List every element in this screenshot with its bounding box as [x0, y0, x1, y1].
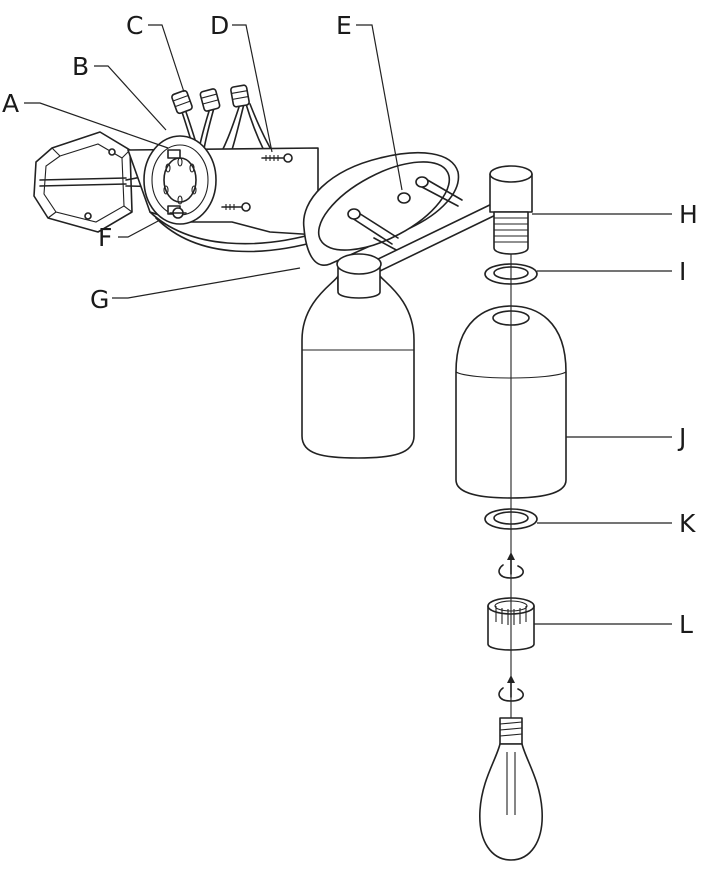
label-b: B [72, 52, 89, 81]
label-a: A [2, 89, 19, 118]
edison-bulb [479, 717, 543, 861]
wire-connectors [171, 84, 250, 115]
left-fixture [301, 253, 415, 459]
label-f: F [98, 223, 112, 252]
label-k: K [679, 509, 696, 538]
leader-lines [24, 24, 672, 625]
label-h: H [679, 200, 698, 229]
label-d: D [210, 11, 229, 40]
wall-backplate [302, 152, 463, 266]
label-e: E [336, 11, 352, 40]
junction-box [33, 131, 133, 233]
ground-screw [169, 207, 187, 219]
mounting-screws [221, 153, 293, 212]
label-g: G [90, 285, 109, 314]
label-j: J [677, 423, 686, 452]
label-c: C [126, 11, 143, 40]
label-i: I [679, 257, 686, 286]
crossbar-ring [143, 135, 217, 225]
lamp-socket [489, 165, 533, 255]
label-l: L [679, 610, 693, 639]
